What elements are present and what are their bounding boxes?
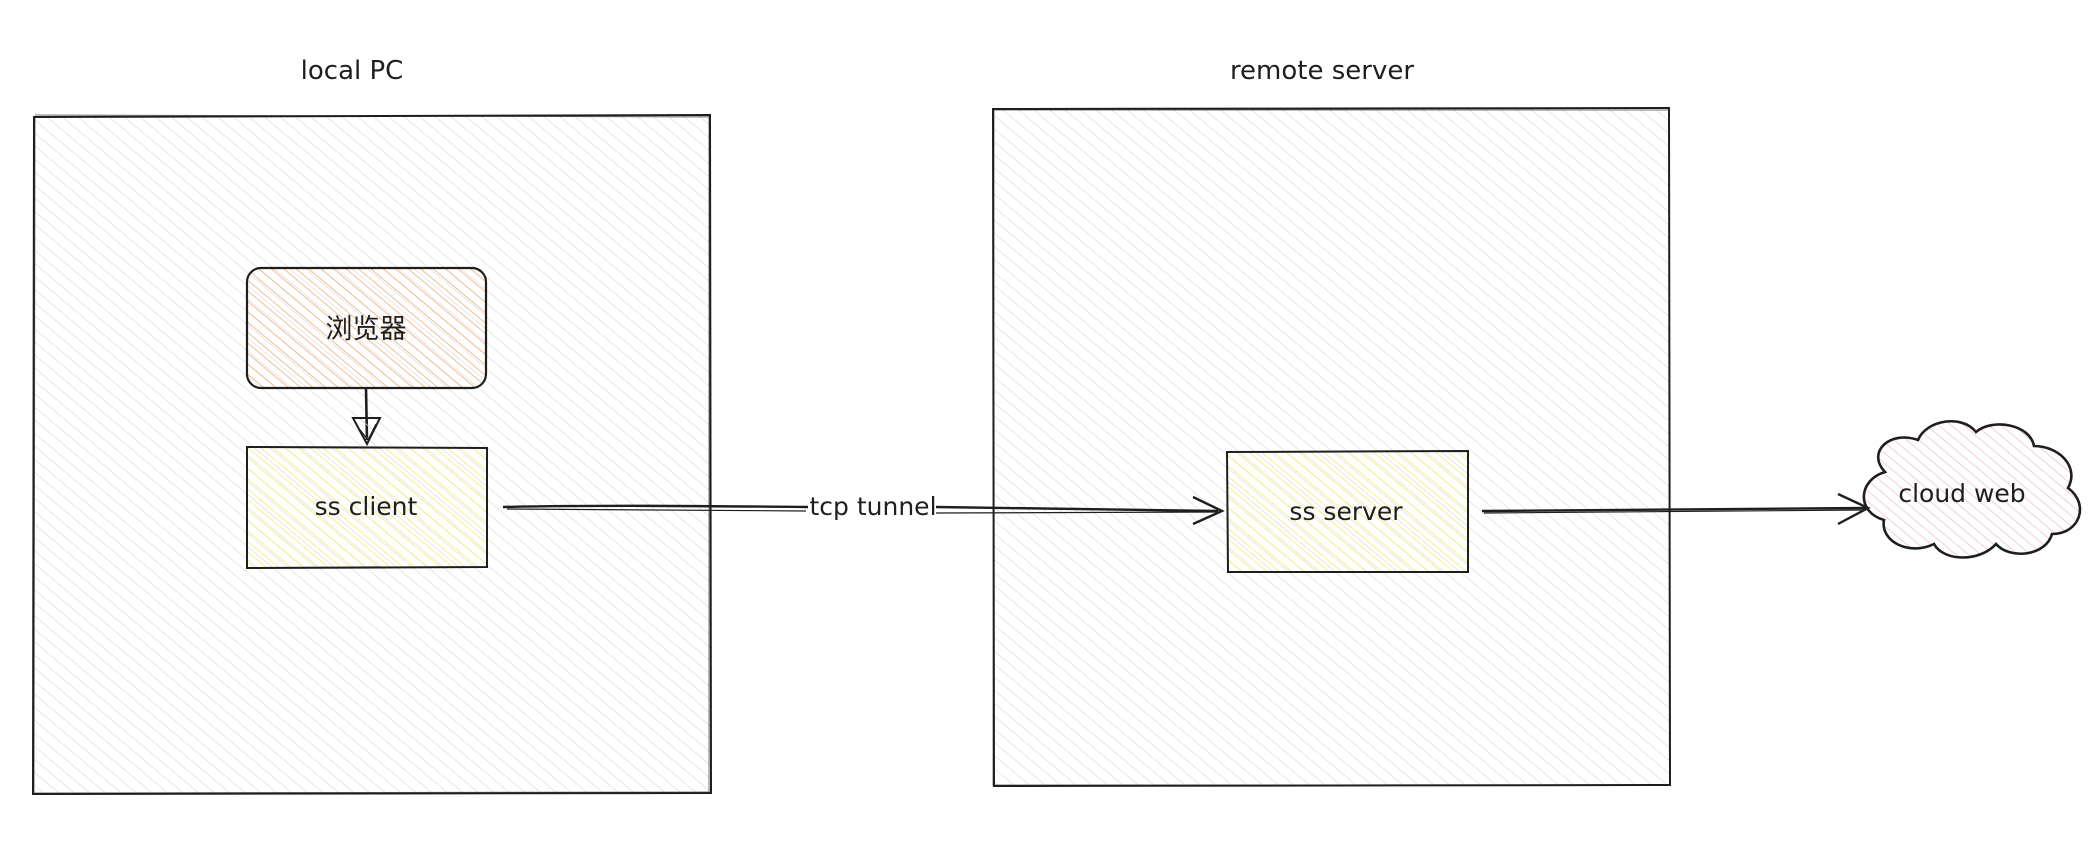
remote-server-group: remote server ss server	[991, 56, 1672, 788]
ss-client-node[interactable]: ss client	[246, 445, 488, 570]
cloud-web-label: cloud web	[1898, 479, 2025, 508]
remote-server-title: remote server	[1230, 56, 1414, 86]
local-pc-title: local PC	[301, 56, 404, 86]
tcp-tunnel-arrow: tcp tunnel	[502, 492, 1225, 526]
ss-server-node[interactable]: ss server	[1225, 449, 1469, 573]
tcp-tunnel-label: tcp tunnel	[809, 492, 936, 521]
ss-client-label: ss client	[315, 492, 418, 521]
browser-node[interactable]: 浏览器	[245, 266, 488, 390]
browser-to-client-arrow	[351, 388, 382, 447]
remote-server-container[interactable]	[991, 106, 1672, 788]
local-pc-group: local PC 浏览器 ss client	[31, 56, 713, 796]
cloud-web-node[interactable]: cloud web	[1862, 420, 2082, 559]
browser-label: 浏览器	[326, 314, 407, 345]
ss-server-label: ss server	[1289, 497, 1403, 526]
cloud-icon	[1862, 420, 2082, 559]
